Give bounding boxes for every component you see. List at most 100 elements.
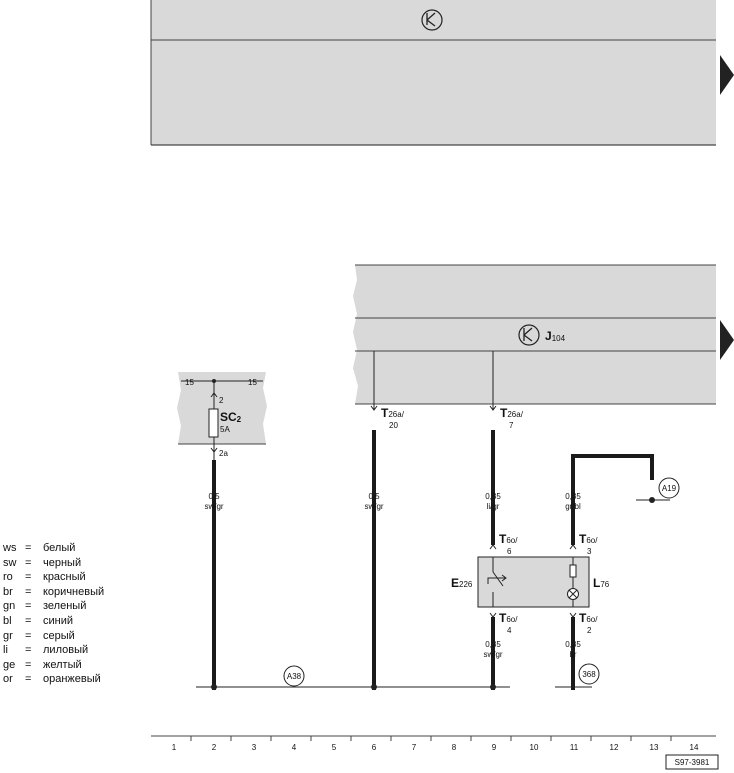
continuation-arrow-icon	[720, 320, 734, 360]
legend-row: bl=синий	[3, 614, 104, 629]
svg-text:368: 368	[582, 670, 596, 679]
legend-row: li=лиловый	[3, 643, 104, 658]
ruler-label: 8	[452, 743, 457, 752]
svg-text:A19: A19	[662, 484, 677, 493]
legend-equals: =	[25, 571, 32, 584]
upper-unit	[150, 0, 734, 146]
legend-text: красный	[43, 571, 86, 584]
svg-text:T6o/: T6o/	[579, 532, 598, 546]
switch-icon	[487, 557, 507, 607]
legend-equals: =	[25, 673, 32, 686]
legend-equals: =	[25, 542, 32, 554]
legend-text: желтый	[43, 658, 82, 671]
legend-row: or = оранжевый	[3, 672, 104, 687]
legend-text: белый	[43, 542, 76, 554]
connection-point-a19: A19	[658, 477, 680, 499]
fuse-pin-top: 2	[219, 396, 224, 405]
fuse-name: SC2	[220, 410, 242, 424]
connection-point-368: 368	[578, 663, 600, 685]
document-reference: S97-3981	[675, 758, 710, 767]
component-e226-label: E226	[451, 576, 473, 590]
svg-text:3: 3	[587, 547, 592, 556]
ruler-label: 5	[332, 743, 337, 752]
wires	[212, 430, 654, 690]
ruler-label: 13	[650, 743, 659, 752]
ruler-label: 10	[530, 743, 539, 752]
legend-code: sw	[3, 556, 17, 569]
ruler-label: 2	[212, 743, 217, 752]
legend-equals: =	[25, 600, 32, 613]
connector-t6o-2: T6o/ 2	[569, 611, 598, 635]
control-unit-label: J104	[545, 329, 566, 343]
ruler-label: 4	[292, 743, 297, 752]
legend-text: серый	[43, 629, 75, 642]
component-box: E226 L76	[451, 556, 610, 608]
continuation-arrow-icon	[720, 55, 734, 95]
lower-unit: J104	[353, 264, 734, 405]
svg-text:20: 20	[389, 421, 398, 430]
svg-text:0,5: 0,5	[208, 492, 220, 501]
connector-t26a-7: T26a/ 7	[500, 406, 524, 430]
legend-row: br = коричневый	[3, 585, 104, 600]
legend-row: sw = черный	[3, 556, 104, 571]
instrument-cluster-icon	[518, 324, 540, 346]
fuse-rating: 5A	[220, 425, 230, 434]
legend-text: оранжевый	[43, 673, 101, 686]
legend-equals: =	[25, 585, 32, 598]
legend-code: ge	[3, 658, 16, 671]
legend-code: bl	[3, 614, 12, 627]
bus-label-right: 15	[248, 378, 257, 387]
svg-text:0,35: 0,35	[565, 640, 581, 649]
legend-code: or	[3, 673, 13, 686]
legend-row: ws = белый	[3, 541, 104, 556]
svg-text:T6o/: T6o/	[579, 611, 598, 625]
legend-text: зеленый	[43, 600, 87, 613]
legend-row: gr=серый	[3, 629, 104, 644]
component-l76-label: L76	[593, 576, 610, 590]
svg-text:0,35: 0,35	[565, 492, 581, 501]
instrument-cluster-icon	[421, 9, 443, 31]
connection-point-a38: A38	[283, 665, 305, 687]
legend-row: ro=красный	[3, 570, 104, 585]
legend-row: ge = желтый	[3, 658, 104, 673]
legend-code: ws	[3, 542, 17, 554]
legend-code: br	[3, 585, 13, 598]
svg-text:0,35: 0,35	[485, 640, 501, 649]
svg-text:gr/bl: gr/bl	[565, 502, 581, 511]
connector-t6o-6: T6o/ 6	[489, 532, 518, 556]
svg-text:0,35: 0,35	[485, 492, 501, 501]
legend-text: коричневый	[43, 585, 105, 598]
ruler-label: 7	[412, 743, 417, 752]
legend-text: лиловый	[43, 644, 89, 657]
svg-text:7: 7	[509, 421, 514, 430]
legend-code: gn	[3, 600, 16, 613]
ruler-label: 11	[570, 743, 579, 752]
svg-text:4: 4	[507, 626, 512, 635]
legend-equals: =	[25, 614, 32, 627]
legend-equals: =	[25, 556, 32, 569]
legend-equals: =	[25, 644, 32, 657]
svg-text:sw/gr: sw/gr	[364, 502, 383, 511]
wire-labels: 0,5 sw/gr 0,5 sw/gr 0,35 li/gr 0,35 gr/b…	[204, 492, 581, 659]
fuse-box: 15 15 2 SC2 5A 2a	[177, 372, 267, 460]
bus-label-left: 15	[185, 378, 194, 387]
svg-text:6: 6	[507, 547, 512, 556]
ruler-label: 3	[252, 743, 257, 752]
legend-equals: =	[25, 658, 32, 671]
svg-text:A38: A38	[287, 672, 302, 681]
legend-code: gr	[3, 629, 13, 642]
connector-t6o-3: T6o/ 3	[569, 532, 598, 556]
svg-text:T26a/: T26a/	[500, 406, 524, 420]
svg-text:T26a/: T26a/	[381, 406, 405, 420]
legend-row: gn = зеленый	[3, 599, 104, 614]
svg-text:li/gr: li/gr	[487, 502, 500, 511]
lamp-icon	[567, 557, 579, 607]
svg-text:sw/gr: sw/gr	[483, 650, 502, 659]
svg-text:br: br	[569, 650, 576, 659]
ruler-label: 1	[172, 743, 177, 752]
svg-text:T6o/: T6o/	[499, 532, 518, 546]
legend-text: черный	[43, 556, 82, 569]
